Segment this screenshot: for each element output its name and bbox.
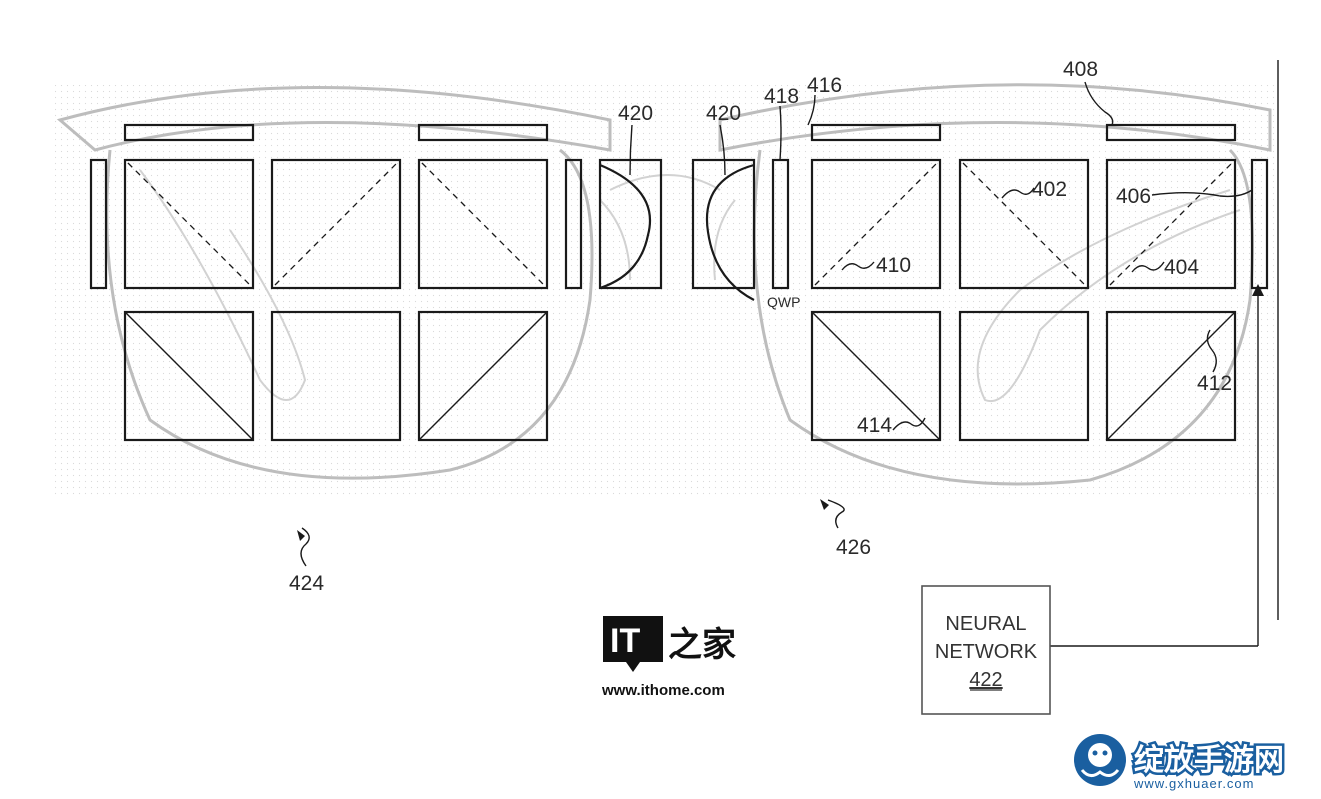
nn-connection xyxy=(1050,60,1279,647)
left-lens-top-row xyxy=(123,158,549,290)
halftone-background xyxy=(55,85,1275,495)
gxhuaer-watermark: 绽放手游网 www.gxhuaer.com xyxy=(1074,734,1287,791)
label-418: 418 xyxy=(764,85,799,108)
label-416: 416 xyxy=(807,74,842,97)
label-410: 410 xyxy=(876,254,911,277)
ithome-watermark: IT 之家 www.ithome.com xyxy=(601,616,736,699)
ithome-logo-text: IT xyxy=(610,622,640,660)
label-qwp: QWP xyxy=(767,294,800,310)
label-424: 424 xyxy=(289,572,324,595)
label-402: 402 xyxy=(1032,178,1067,201)
leader-lines xyxy=(300,81,1253,567)
nn-ref-422: 422 xyxy=(969,669,1002,691)
left-lens-bottom-row xyxy=(123,310,549,442)
label-404: 404 xyxy=(1164,256,1199,279)
label-426: 426 xyxy=(836,536,871,559)
gxhuaer-logo-text: 绽放手游网 xyxy=(1134,744,1284,777)
label-420-right: 420 xyxy=(706,102,741,125)
right-lens-bottom-row xyxy=(810,310,1237,442)
gxhuaer-url: www.gxhuaer.com xyxy=(1133,776,1255,791)
nn-line-1: NEURAL xyxy=(945,613,1026,635)
arrowhead-424 xyxy=(297,530,305,541)
lens-420-elements xyxy=(598,158,756,301)
label-412: 412 xyxy=(1197,372,1232,395)
right-lens-top-row xyxy=(810,158,1237,290)
ithome-logo-cn: 之家 xyxy=(668,626,736,664)
label-414: 414 xyxy=(857,414,892,437)
nn-line-2: NETWORK xyxy=(935,641,1038,663)
neural-network-box xyxy=(921,585,1051,715)
ithome-url: www.ithome.com xyxy=(601,682,725,699)
label-420-left: 420 xyxy=(618,102,653,125)
ithome-logo-block xyxy=(603,616,663,662)
label-408: 408 xyxy=(1063,58,1098,81)
arrowhead-426 xyxy=(820,499,829,510)
label-406: 406 xyxy=(1116,185,1151,208)
top-strips xyxy=(123,123,1237,142)
